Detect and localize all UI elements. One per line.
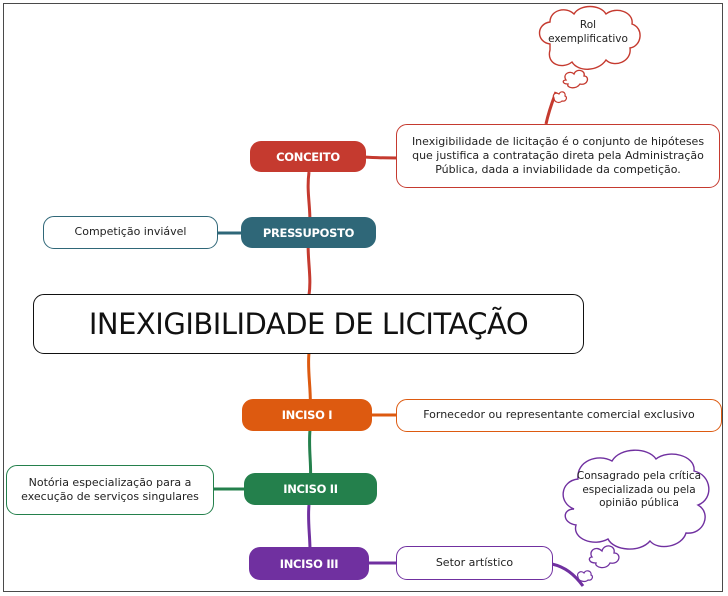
inciso1-text-box: Fornecedor ou representante comercial ex…: [396, 399, 722, 432]
conceito-text: Inexigibilidade de licitação é o conjunt…: [411, 134, 705, 177]
inciso3-text: Setor artístico: [435, 555, 514, 569]
pressuposto-text: Competição inviável: [74, 225, 187, 239]
conceito-link-line: [363, 155, 399, 160]
conceito-text-box: Inexigibilidade de licitação é o conjunt…: [396, 124, 720, 188]
diagram-frame: [3, 3, 723, 592]
node-inciso-i: INCISO I: [242, 399, 372, 431]
node-inciso-iii: INCISO III: [249, 547, 369, 580]
node-pressuposto: PRESSUPOSTO: [241, 217, 376, 248]
inciso3-text-box: Setor artístico: [396, 546, 553, 580]
inciso2-text-box: Notória especialização para a execução d…: [6, 465, 214, 515]
central-topic: INEXIGIBILIDADE DE LICITAÇÃO: [33, 294, 584, 354]
cloud-note-consagrado-shape: [562, 449, 710, 583]
cloud-note-rol-shape: [538, 5, 641, 104]
node-inciso-ii: INCISO II: [244, 473, 377, 505]
cloud-note-rol: Rol exemplificativo: [548, 19, 628, 45]
inciso2-text: Notória especialização para a execução d…: [21, 475, 199, 503]
node-conceito: CONCEITO: [250, 141, 366, 172]
inciso3-note-tail: [551, 562, 585, 587]
cloud-note-consagrado: Consagrado pela crítica especializada ou…: [576, 470, 702, 510]
pressuposto-text-box: Competição inviável: [43, 216, 218, 249]
inciso1-text: Fornecedor ou representante comercial ex…: [423, 408, 695, 422]
